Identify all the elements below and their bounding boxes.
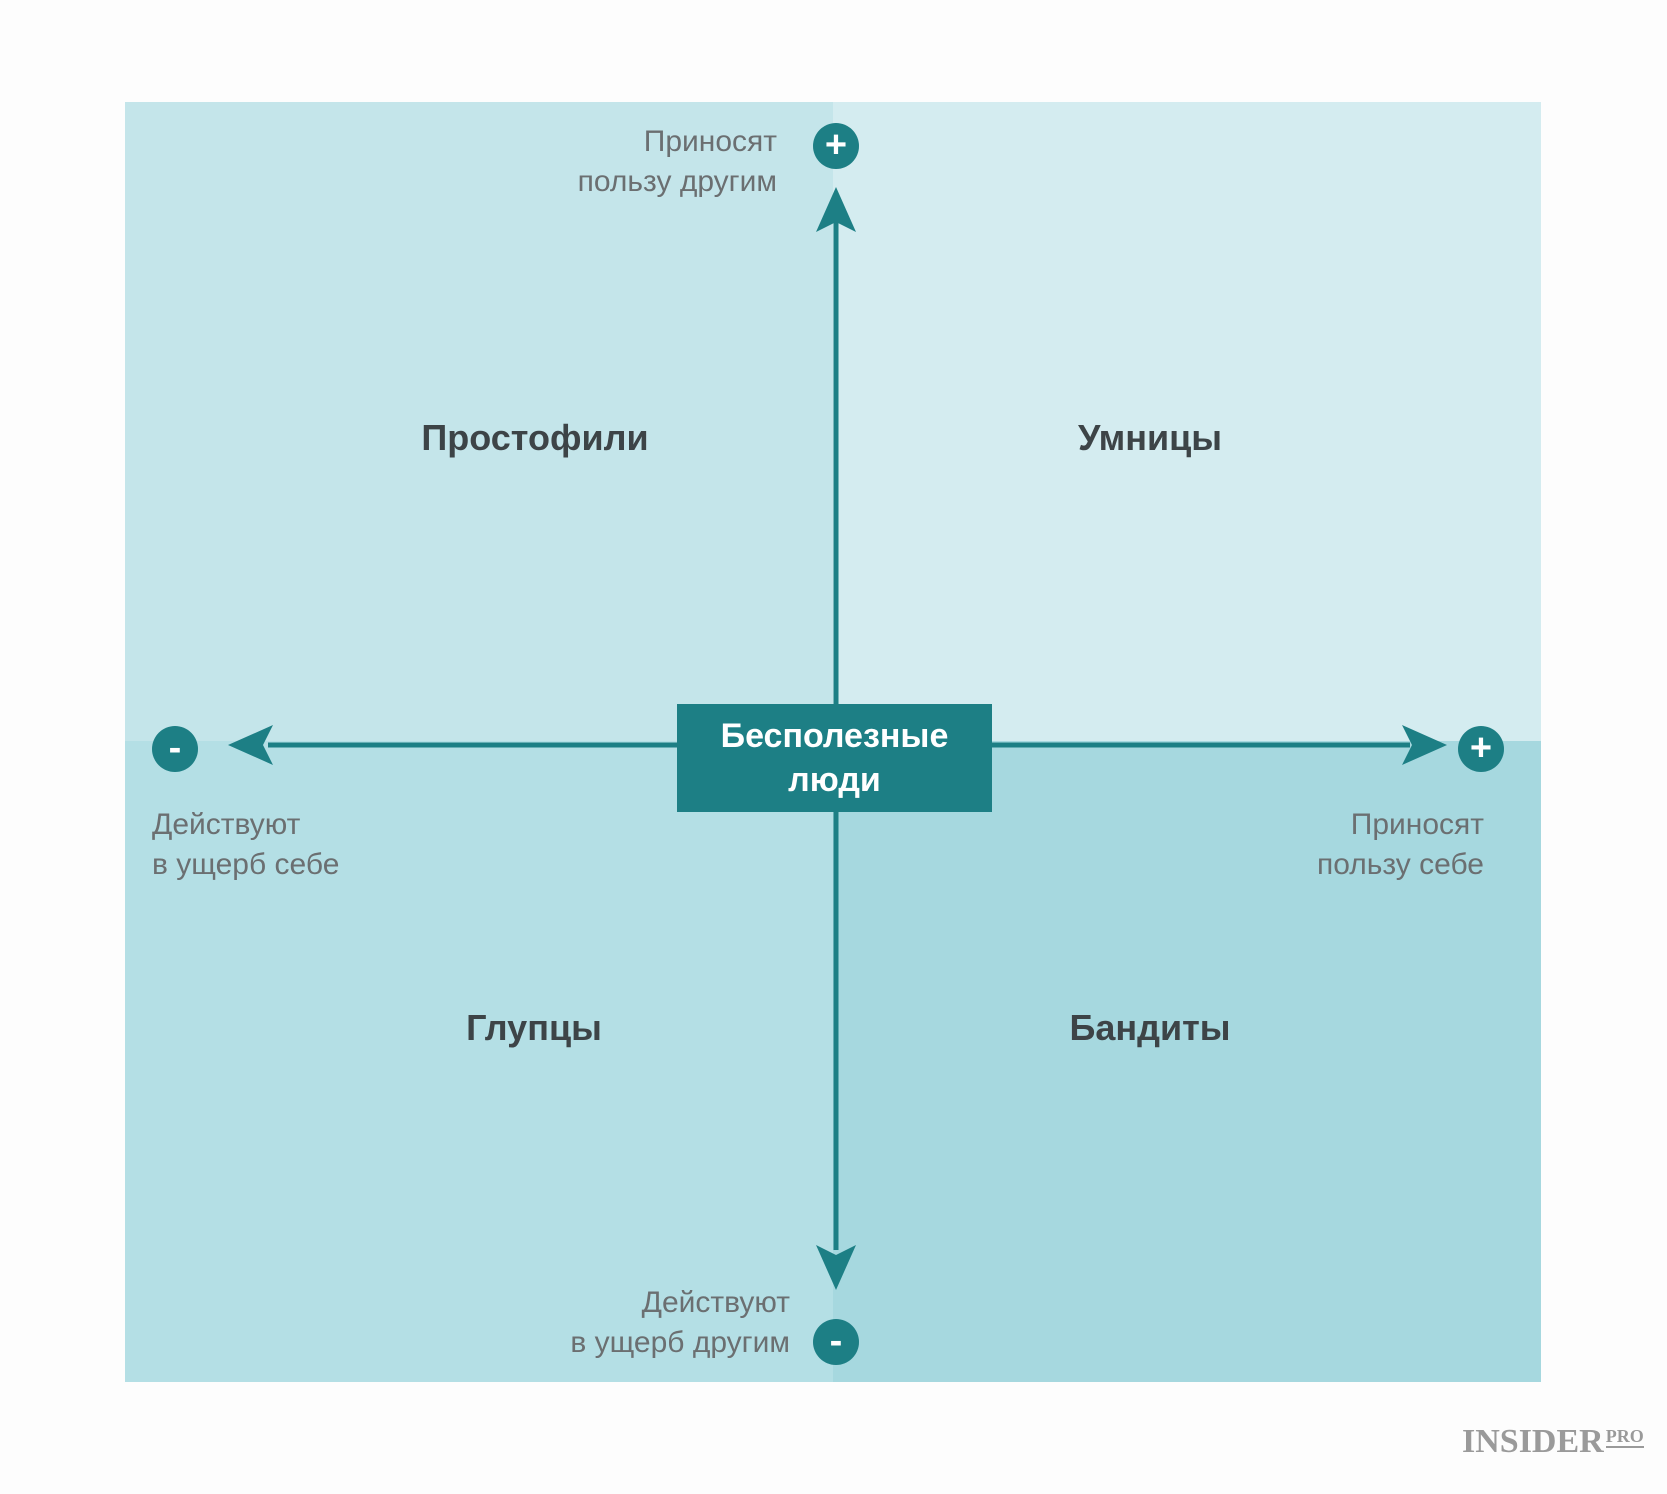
quadrant-bottom-right — [833, 741, 1541, 1382]
quadrant-label-top-left: Простофили — [421, 417, 649, 458]
arrowhead-up — [816, 187, 856, 232]
arrowhead-right — [1402, 725, 1447, 765]
axis-label-bottom: Действуют в ущерб другим — [570, 1283, 790, 1363]
axis-label-left-line2: в ущерб себе — [152, 848, 340, 881]
axis-label-top: Приносят пользу другим — [578, 122, 777, 202]
axis-label-right: Приносят пользу себе — [1317, 805, 1484, 885]
axis-label-left: Действуют в ущерб себе — [152, 805, 339, 885]
axis-label-bottom-line2: в ущерб другим — [570, 1326, 790, 1359]
quadrant-bottom-left — [125, 741, 833, 1382]
axis-label-bottom-line1: Действуют — [641, 1286, 790, 1319]
axis-label-top-line2: пользу другим — [577, 165, 777, 198]
quadrant-label-top-right: Умницы — [1078, 417, 1222, 458]
plus-badge-top: + — [813, 123, 859, 169]
quadrant-label-bottom-right: Бандиты — [1069, 1007, 1231, 1048]
arrowhead-down — [816, 1245, 856, 1290]
minus-badge-bottom: - — [813, 1319, 859, 1365]
axis-label-top-line1: Приносят — [643, 125, 777, 158]
center-label-box: Бесполезные люди — [677, 704, 992, 812]
center-label-line1: Бесполезные — [720, 717, 949, 755]
logo-suffix-text: PRO — [1605, 1426, 1644, 1448]
arrowhead-left — [228, 725, 273, 765]
plus-badge-right: + — [1458, 726, 1504, 772]
quadrant-label-bottom-left: Глупцы — [466, 1007, 602, 1048]
axis-label-right-line2: пользу себе — [1316, 848, 1484, 881]
minus-badge-left: - — [152, 726, 198, 772]
logo-main-text: INSIDER — [1462, 1423, 1604, 1460]
axis-label-left-line1: Действуют — [152, 808, 301, 841]
axis-label-right-line1: Приносят — [1350, 808, 1484, 841]
center-label-line2: люди — [788, 761, 881, 799]
quadrant-top-left — [125, 102, 833, 741]
quadrant-top-right — [833, 102, 1541, 741]
